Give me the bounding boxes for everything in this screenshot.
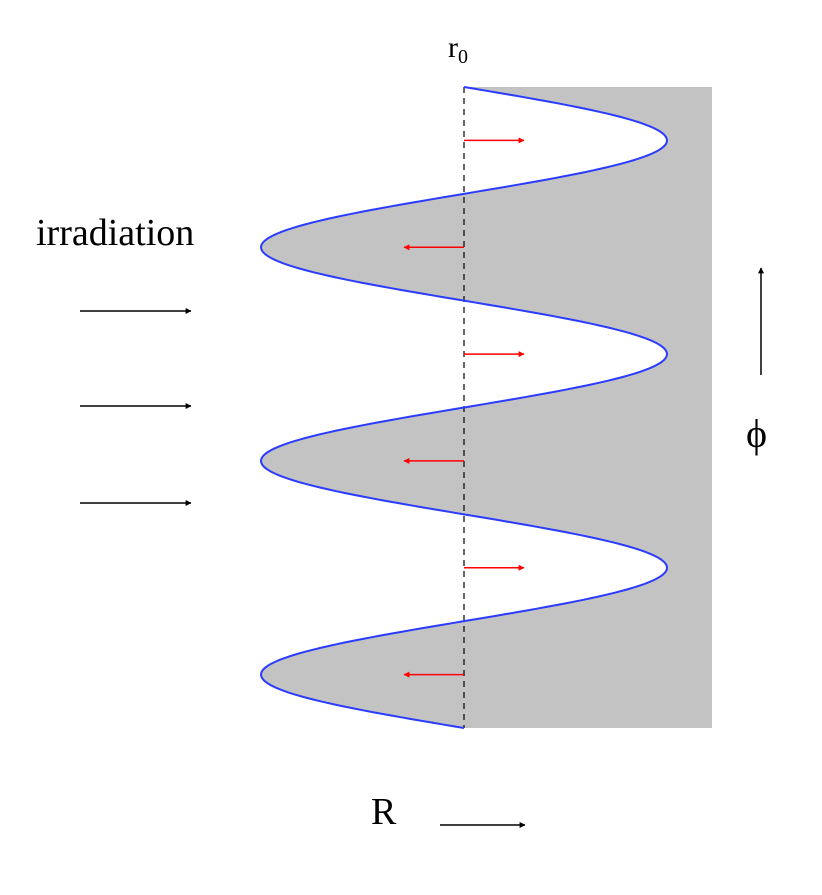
r0-label: r0 [448, 31, 468, 68]
shaded-medium-region [261, 87, 712, 728]
irradiation-label: irradiation [36, 212, 194, 254]
phi-label: ϕ [746, 411, 767, 456]
interface-curve [259, 86, 669, 729]
R-label: R [371, 791, 397, 833]
irradiation-arrows [80, 308, 192, 506]
displacement-arrows [403, 137, 525, 678]
